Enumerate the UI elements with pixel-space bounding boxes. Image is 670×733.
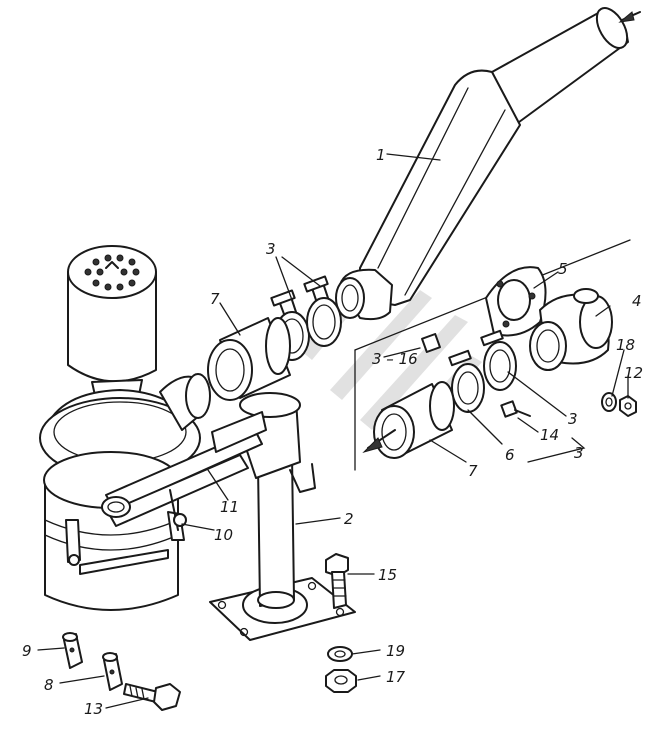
rubber-sleeve-left xyxy=(207,317,291,401)
bolt-15 xyxy=(325,553,349,609)
leader-lines xyxy=(37,153,629,709)
air-cleaner xyxy=(39,245,211,611)
callout-5: 5 xyxy=(558,260,568,278)
callout-4: 4 xyxy=(632,292,642,310)
pin-9 xyxy=(62,632,83,669)
intake-pipe xyxy=(335,7,629,321)
callout-8: 8 xyxy=(44,676,54,694)
callout-7-right: 7 xyxy=(468,462,478,480)
callout-3-16: 3 – 16 xyxy=(372,350,418,368)
callout-19: 19 xyxy=(386,642,405,660)
bolt-small xyxy=(500,400,531,418)
flow-arrow-top xyxy=(618,11,641,23)
callout-18: 18 xyxy=(616,336,635,354)
nut-17 xyxy=(325,669,357,693)
callout-17: 17 xyxy=(386,668,406,686)
callout-7-left: 7 xyxy=(210,290,220,308)
callout-15: 15 xyxy=(378,566,397,584)
callout-10: 10 xyxy=(214,526,233,544)
callout-14: 14 xyxy=(540,426,559,444)
square-nut xyxy=(421,333,441,353)
callout-9: 9 xyxy=(22,642,32,660)
mounting-strap xyxy=(101,411,267,531)
pin-8 xyxy=(102,652,123,691)
washer-and-nut-right xyxy=(601,392,637,417)
callout-12: 12 xyxy=(624,364,643,382)
callout-13: 13 xyxy=(84,700,103,718)
callout-3-upper: 3 xyxy=(266,240,276,258)
callout-6: 6 xyxy=(505,446,515,464)
support-stand xyxy=(209,392,356,641)
callout-2: 2 xyxy=(344,510,354,528)
flow-arrow-lower xyxy=(362,429,396,453)
callout-11: 11 xyxy=(220,498,239,516)
rubber-sleeve-right xyxy=(373,381,455,459)
callout-3-lower: 3 xyxy=(568,410,578,428)
callout-1: 1 xyxy=(376,146,386,164)
callout-labels: 1 2 3 3 3 3 – 16 4 5 6 7 7 8 9 10 11 12 … xyxy=(22,146,643,718)
bolt-13 xyxy=(123,683,181,711)
flange-gasket xyxy=(485,266,547,337)
elbow-pipe xyxy=(529,288,613,371)
hose-clamp-group-lower xyxy=(448,329,517,413)
callout-3-group: 3 xyxy=(574,444,584,462)
washer-19 xyxy=(327,646,353,662)
